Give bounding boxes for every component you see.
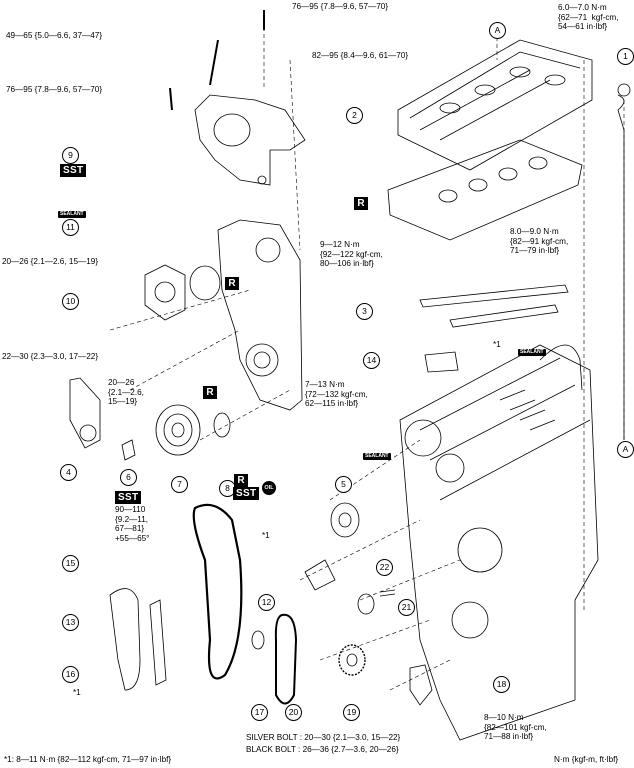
- callout-4: 4: [60, 464, 77, 481]
- timing-chain-cover: [217, 219, 303, 411]
- callout-3: 3: [356, 303, 373, 320]
- torque-top-bolt: 76—95 {7.8—9.6, 57—70}: [292, 2, 389, 11]
- callout-6: 6: [120, 469, 137, 486]
- tensioner-spring: [379, 589, 396, 597]
- torque-black-bolt: BLACK BOLT : 26—36 {2.7—3.6, 20—26}: [246, 745, 399, 754]
- callout-19: 19: [343, 704, 360, 721]
- torque-49-65: 49—65 {5.0—6.6, 37—47}: [6, 31, 103, 40]
- front-oil-seal: [213, 412, 231, 438]
- callout-11: 11: [62, 219, 79, 236]
- footnote-star1: *1: 8—11 N·m {82—112 kgf-cm, 71—97 in·lb…: [4, 755, 172, 764]
- torque-silver-bolt: SILVER BOLT : 20—30 {2.1—3.0, 15—22}: [246, 733, 401, 742]
- oil-can-icon: OIL: [262, 481, 276, 495]
- cylinder-head-cover: [397, 39, 593, 171]
- baffle-plates: [419, 284, 569, 328]
- torque-dipstick: 6.0—7.0 N·m {62—71 kgf-cm, 54—61 in·lbf}: [558, 3, 619, 31]
- callout-18: 18: [493, 676, 510, 693]
- callout-21: 21: [398, 599, 415, 616]
- drive-belt: [192, 503, 243, 680]
- callout-13: 13: [62, 614, 79, 631]
- sealant-tag-cover: SEALANT: [58, 211, 86, 218]
- torque-20-26-mid: 20—26 {2.1—2.6, 15—19}: [108, 378, 144, 406]
- chain-tensioner: [69, 377, 101, 449]
- water-pump: [144, 264, 186, 321]
- torque-76-95-left: 76—95 {7.8—9.6, 57—70}: [6, 85, 103, 94]
- idler-pulley: [330, 502, 360, 538]
- sealant-tag-pump: SEALANT: [363, 453, 391, 460]
- oil-pump-chain-guide: [357, 593, 375, 615]
- callout-2: 2: [346, 107, 363, 124]
- units-note: N·m {kgf-m, ft·lbf}: [554, 755, 619, 764]
- tensioner-arm: [304, 559, 336, 591]
- pulley-bolt: [121, 439, 136, 461]
- r-tag-bolt: R: [203, 386, 217, 399]
- callout-22: 22: [376, 559, 393, 576]
- callout-a-top: A: [489, 22, 506, 39]
- torque-8-9: 8.0—9.0 N·m {82—91 kgf-cm, 71—79 in·lbf}: [510, 227, 569, 255]
- crankshaft-pulley: [155, 404, 201, 456]
- callout-10: 10: [62, 293, 79, 310]
- engine-block: [399, 344, 599, 741]
- sst-tag-pulley: SST: [115, 491, 142, 504]
- callout-16: 16: [62, 666, 79, 683]
- callout-9: 9: [62, 147, 79, 164]
- torque-22-30: 22—30 {2.3—3.0, 17—22}: [2, 352, 99, 361]
- torque-20-26: 20—26 {2.1—2.6, 15—19}: [2, 257, 99, 266]
- sealant-tag-block: SEALANT: [518, 349, 546, 356]
- torque-8-10: 8—10 N·m {82—101 kgf-cm, 71—88 in·lbf}: [484, 713, 547, 741]
- timing-chain: [274, 613, 298, 705]
- torque-82-95: 82—95 {8.4—9.6, 61—70}: [312, 51, 409, 60]
- sst-tag-engine-mount: SST: [60, 164, 87, 177]
- r-tag-gasket: R: [354, 197, 368, 210]
- star-note-1a: *1: [493, 340, 501, 349]
- torque-9-12: 9—12 N·m {92—122 kgf-cm, 80—106 in·lbf}: [320, 240, 383, 268]
- water-pump-gasket: [189, 265, 221, 301]
- star-note-1c: *1: [73, 688, 81, 697]
- callout-a-right: A: [617, 441, 634, 458]
- bracket: [424, 351, 459, 373]
- chain-guide: [109, 588, 167, 691]
- r-tag-water-pump: R: [225, 277, 239, 290]
- head-cover-gasket: [387, 139, 583, 241]
- sst-tag-seal: SST: [233, 487, 260, 500]
- crank-sprocket: [251, 630, 265, 650]
- callout-15: 15: [62, 555, 79, 572]
- callout-5: 5: [335, 476, 352, 493]
- callout-17: 17: [251, 704, 268, 721]
- callout-20: 20: [285, 704, 302, 721]
- torque-7-13: 7—13 N·m {72—132 kgf-cm, 62—115 in·lbf}: [305, 380, 368, 408]
- callout-7: 7: [171, 476, 188, 493]
- callout-1: 1: [617, 48, 634, 65]
- callout-12: 12: [258, 594, 275, 611]
- oil-pump-chain-tensioner: [409, 664, 433, 706]
- oil-pump-sprocket: [338, 644, 366, 676]
- callout-14: 14: [363, 352, 380, 369]
- oil-dipstick: [617, 83, 631, 440]
- engine-mount: [194, 94, 306, 186]
- torque-crank-pulley: 90—110 {9.2—11, 67—81} +55—65°: [115, 505, 150, 543]
- star-note-1b: *1: [262, 531, 270, 540]
- r-tag-seal: R: [234, 474, 248, 487]
